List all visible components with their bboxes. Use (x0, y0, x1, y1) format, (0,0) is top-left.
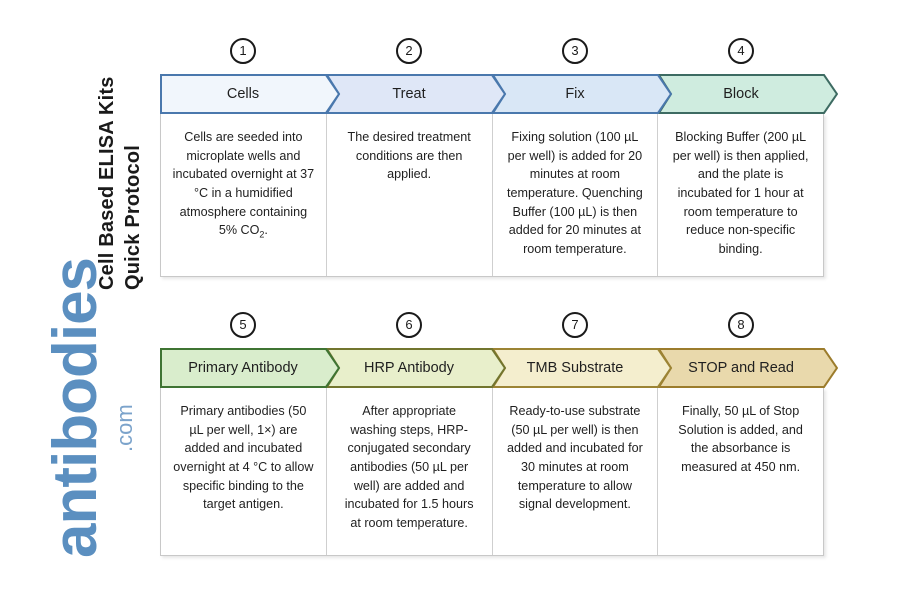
step-chevron-6[interactable]: HRP Antibody (326, 348, 506, 388)
step-number-circle-6: 6 (396, 312, 422, 338)
step-chevron-label-2: Treat (392, 86, 426, 102)
step-number-circle-2: 2 (396, 38, 422, 64)
step-description-row-1: Cells are seeded into microplate wells a… (160, 114, 824, 277)
step-chevron-4[interactable]: Block (658, 74, 838, 114)
step-description-cell-6: After appropriate washing steps, HRP-con… (327, 388, 493, 555)
step-description-cell-2: The desired treatment conditions are the… (327, 114, 493, 276)
step-description-text-6: After appropriate washing steps, HRP-con… (344, 404, 474, 530)
logo-wordmark: antibodies (41, 257, 110, 558)
step-number-circle-3: 3 (562, 38, 588, 64)
chevron-bar-2: Primary Antibody HRP Antibody TMB Substrat… (160, 348, 838, 388)
step-description-text-1: Cells are seeded into microplate wells a… (172, 130, 315, 240)
step-chevron-3[interactable]: Fix (492, 74, 672, 114)
step-description-cell-3: Fixing solution (100 µL per well) is add… (493, 114, 659, 276)
step-number-circle-4: 4 (728, 38, 754, 64)
protocol-row-2: 5 6 7 8 Primary Antibody HRP Antibody TMB Sub… (160, 312, 838, 388)
step-number-row-2: 5 6 7 8 (160, 312, 824, 348)
step-number-circle-5: 5 (230, 312, 256, 338)
page-title: Cell Based ELISA Kits Quick Protocol (0, 0, 150, 300)
step-description-text-2: The desired treatment conditions are the… (347, 130, 471, 182)
step-chevron-label-7: TMB Substrate (526, 360, 624, 376)
step-description-cell-1: Cells are seeded into microplate wells a… (161, 114, 327, 276)
page-title-line-2: Quick Protocol (122, 144, 144, 290)
step-chevron-label-4: Block (723, 86, 759, 102)
step-description-row-2: Primary antibodies (50 µL per well, 1×) … (160, 388, 824, 556)
step-chevron-label-5: Primary Antibody (188, 360, 298, 376)
step-chevron-label-1: Cells (226, 86, 260, 102)
step-chevron-label-6: HRP Antibody (363, 360, 454, 376)
step-number-circle-7: 7 (562, 312, 588, 338)
logo-tld: .com (112, 404, 137, 452)
step-description-cell-5: Primary antibodies (50 µL per well, 1×) … (161, 388, 327, 555)
step-description-text-5: Primary antibodies (50 µL per well, 1×) … (173, 404, 314, 512)
protocol-row-1: 1 2 3 4 Cells Treat Fix Block (160, 38, 838, 114)
step-chevron-1[interactable]: Cells (160, 74, 340, 114)
step-number-row-1: 1 2 3 4 (160, 38, 824, 74)
step-description-cell-8: Finally, 50 µL of Stop Solution is added… (658, 388, 823, 555)
antibodies-logo: antibodies .com (0, 258, 150, 580)
step-number-circle-1: 1 (230, 38, 256, 64)
step-description-cell-7: Ready-to-use substrate (50 µL per well) … (493, 388, 659, 555)
step-chevron-label-8: STOP and Read (688, 360, 794, 376)
step-chevron-2[interactable]: Treat (326, 74, 506, 114)
step-description-text-8: Finally, 50 µL of Stop Solution is added… (678, 404, 803, 474)
step-description-text-7: Ready-to-use substrate (50 µL per well) … (506, 404, 643, 512)
chevron-bar-1: Cells Treat Fix Block (160, 74, 838, 114)
step-description-text-4: Blocking Buffer (200 µL per well) is the… (672, 130, 809, 256)
step-description-text-3: Fixing solution (100 µL per well) is add… (506, 130, 643, 256)
step-chevron-label-3: Fix (565, 86, 585, 102)
step-chevron-7[interactable]: TMB Substrate (492, 348, 672, 388)
step-chevron-8[interactable]: STOP and Read (658, 348, 838, 388)
step-chevron-5[interactable]: Primary Antibody (160, 348, 340, 388)
step-number-circle-8: 8 (728, 312, 754, 338)
step-description-cell-4: Blocking Buffer (200 µL per well) is the… (658, 114, 823, 276)
